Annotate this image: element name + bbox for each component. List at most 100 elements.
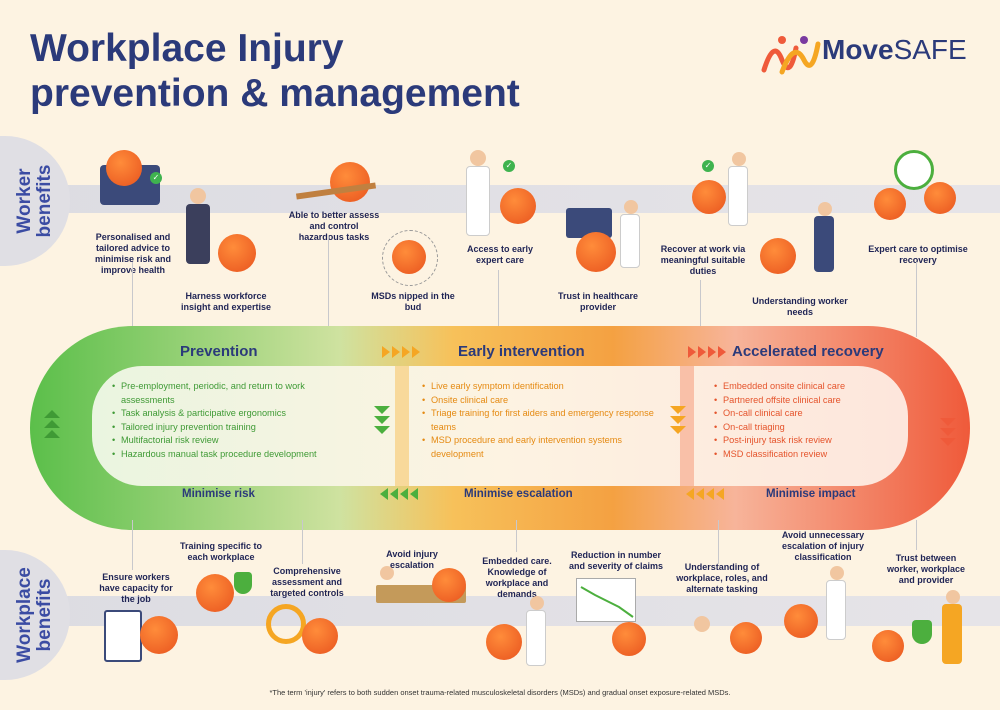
- worker-benefits-label: Worker benefits: [14, 164, 55, 238]
- person-body: [814, 216, 834, 272]
- workplace-benefit-3: Comprehensive assessment and targeted co…: [270, 566, 344, 598]
- loop-divider-2: [680, 366, 694, 486]
- list-item: Hazardous manual task procedure developm…: [112, 448, 352, 462]
- connector-line: [132, 262, 133, 337]
- list-item: Task analysis & participative ergonomics: [112, 407, 352, 421]
- person-5: [818, 202, 832, 216]
- mascot-wp-9: [872, 630, 904, 662]
- mascot-2: [218, 234, 256, 272]
- workplace-benefit-9: Trust between worker, workplace and prov…: [886, 553, 966, 585]
- movesafe-logo: [761, 36, 821, 75]
- workplace-benefit-1: Ensure workers have capacity for the job: [99, 572, 173, 604]
- person-3: [624, 200, 638, 214]
- mascot-wp-1: [140, 616, 178, 654]
- down-arrows-3: [940, 418, 956, 446]
- title-line-2: prevention & management: [30, 72, 520, 115]
- mascot-8: [760, 238, 796, 274]
- clipboard-icon: [104, 610, 142, 662]
- clock-icon: [894, 150, 934, 190]
- check-icon: ✓: [702, 160, 714, 172]
- list-item: Tailored injury prevention training: [112, 421, 352, 435]
- logo-safe: SAFE: [893, 34, 967, 65]
- workplace-benefits-tab: Workplace benefits: [0, 550, 70, 680]
- msd-ring: [382, 230, 438, 286]
- back-arrows-2: [686, 488, 724, 500]
- back-arrows-1: [380, 488, 418, 500]
- person-wp-5: [946, 590, 960, 604]
- phase-title-accelerated-recovery: Accelerated recovery: [732, 343, 884, 360]
- worker-benefit-8: Understanding worker needs: [752, 296, 848, 317]
- worker-benefit-3: Able to better assess and control hazard…: [288, 210, 380, 242]
- workplace-benefit-5: Embedded care. Knowledge of workplace an…: [482, 556, 552, 599]
- person-1: [190, 188, 206, 204]
- claims-chart-board: [576, 578, 636, 622]
- workplace-benefit-7: Understanding of workplace, roles, and a…: [676, 562, 768, 594]
- minimise-risk-label: Minimise risk: [182, 488, 255, 500]
- person-body: [466, 166, 490, 236]
- mascot-3: [330, 162, 370, 202]
- list-item: Multifactorial risk review: [112, 434, 352, 448]
- down-arrows-2: [670, 406, 686, 434]
- prevention-list: Pre-employment, periodic, and return to …: [112, 380, 352, 461]
- person-wp-1: [380, 566, 394, 580]
- person-body: [186, 204, 210, 264]
- declining-trend-icon: [580, 586, 634, 618]
- connector-line: [498, 270, 499, 336]
- worker-benefit-9: Expert care to optimise recovery: [868, 244, 968, 265]
- accelerated-recovery-list: Embedded onsite clinical care Partnered …: [714, 380, 914, 461]
- up-arrows: [44, 410, 60, 438]
- connector-line: [916, 262, 917, 337]
- connector-line: [700, 280, 701, 336]
- worker-benefit-4: MSDs nipped in the bud: [371, 291, 455, 312]
- mascot-7: [692, 180, 726, 214]
- person-body: [728, 166, 748, 226]
- check-icon: ✓: [150, 172, 162, 184]
- mascot-wp-8: [784, 604, 818, 638]
- worker-benefit-1: Personalised and tailored advice to mini…: [94, 232, 172, 275]
- person-wp-4: [830, 566, 844, 580]
- worker-benefits-tab: Worker benefits: [0, 136, 70, 266]
- mascot-wp-5: [486, 624, 522, 660]
- person-body: [826, 580, 846, 640]
- list-item: Pre-employment, periodic, and return to …: [112, 380, 352, 407]
- logo-wordmark: MoveSAFE: [822, 34, 967, 66]
- worker-benefit-2: Harness workforce insight and expertise: [180, 291, 272, 312]
- mascot-9: [874, 188, 906, 220]
- phase-title-prevention: Prevention: [180, 343, 258, 360]
- minimise-impact-label: Minimise impact: [766, 488, 856, 500]
- forward-arrows-2: [688, 346, 726, 358]
- person-2: [470, 150, 486, 166]
- person-wp-2: [530, 596, 544, 610]
- list-item: Onsite clinical care: [422, 394, 654, 408]
- connector-line: [302, 520, 303, 564]
- connector-line: [132, 520, 133, 570]
- mascot-1: [106, 150, 142, 186]
- mascot-10: [924, 182, 956, 214]
- list-item: On-call triaging: [714, 421, 914, 435]
- logo-mark-icon: [761, 36, 821, 75]
- loop-divider-1: [395, 366, 409, 486]
- worker-benefit-6: Trust in healthcare provider: [557, 291, 639, 312]
- connector-line: [328, 236, 329, 336]
- target-ring-icon: [266, 604, 306, 644]
- mascot-6: [576, 232, 616, 272]
- person-4: [732, 152, 746, 166]
- page-title: Workplace Injury prevention & management: [30, 26, 590, 116]
- forward-arrows-1: [382, 346, 420, 358]
- workplace-benefit-2: Training specific to each workplace: [179, 541, 262, 562]
- mascot-wp-3: [302, 618, 338, 654]
- footnote: *The term 'injury' refers to both sudden…: [269, 688, 731, 697]
- connector-line: [718, 520, 719, 564]
- shield-icon: [912, 620, 932, 644]
- down-arrows-1: [374, 406, 390, 434]
- mascot-wp-6: [612, 622, 646, 656]
- workplace-benefit-8: Avoid unnecessary escalation of injury c…: [781, 530, 865, 562]
- title-line-1: Workplace Injury: [30, 27, 344, 70]
- person-wp-3: [694, 616, 710, 632]
- shield-icon: [234, 572, 252, 594]
- list-item: MSD classification review: [714, 448, 914, 462]
- workplace-benefit-6: Reduction in number and severity of clai…: [568, 550, 664, 571]
- list-item: Post-injury task risk review: [714, 434, 914, 448]
- person-body: [942, 604, 962, 664]
- phase-title-early-intervention: Early intervention: [458, 343, 585, 360]
